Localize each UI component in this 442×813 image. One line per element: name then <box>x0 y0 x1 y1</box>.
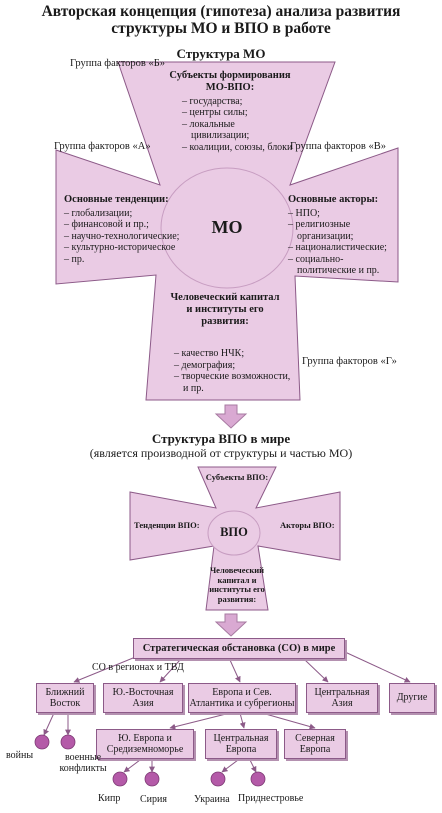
mo-actors-title: Основные акторы: <box>288 194 379 205</box>
mo-subjects-title: Субъекты формирования МО-ВПО: <box>169 70 291 93</box>
mo-capital-block: Человеческий капитал и институты его раз… <box>170 292 280 327</box>
region-box-other: Другие <box>389 683 435 713</box>
vpo-subheading: (является производной от структуры и час… <box>89 446 353 460</box>
mo-trends-item: – финансовой и пр.; <box>64 219 149 231</box>
group-g-label: Группа факторов «Г» <box>302 356 397 367</box>
mo-capital-item: – демография; <box>174 359 236 371</box>
so-link-label: СО в регионах и ТВД <box>92 662 184 673</box>
leaf-dot-transnistria <box>250 771 266 787</box>
leaf-dot-ukraine <box>210 771 226 787</box>
down-arrow-mo-vpo <box>214 404 248 429</box>
vpo-capital-label: Человеческий капитал и институты его раз… <box>209 565 265 604</box>
mo-subjects-item: – государства; <box>182 95 243 107</box>
mo-trends-title: Основные тенденции: <box>64 194 169 205</box>
mo-actors-item: – религиозные организации; <box>288 219 354 242</box>
mo-subjects-block: Субъекты формирования МО-ВПО: – государс… <box>160 70 300 153</box>
leaf-dot-syria <box>144 771 160 787</box>
mo-subjects-item: – локальные цивилизации; <box>182 118 250 142</box>
vpo-heading: Структура ВПО в мире <box>151 431 291 446</box>
leaf-label-ukraine: Украина <box>194 794 230 805</box>
mo-trends-item: – культурно-историческое <box>64 242 176 254</box>
subregion-box-south-europe: Ю. Европа и Средиземноморье <box>96 729 194 759</box>
leaf-label-cyprus: Кипр <box>98 793 121 804</box>
mo-actors-item: – социально-политические и пр. <box>288 253 380 277</box>
leaf-dot-cyprus <box>112 771 128 787</box>
mo-center-label: МО <box>211 217 243 237</box>
subregion-box-central-europe: Центральная Европа <box>205 729 277 759</box>
group-a-label: Группа факторов «А» <box>54 141 151 152</box>
mo-capital-list: – качество НЧК; – демография; – творческ… <box>174 346 298 394</box>
region-box-se-asia: Ю.-Восточная Азия <box>103 683 183 713</box>
mo-capital-title: Человеческий капитал и институты его раз… <box>170 292 280 327</box>
mo-actors-item: – националистические; <box>288 242 387 254</box>
mo-trends-item: – пр. <box>64 253 85 265</box>
group-b-label: Группа факторов «Б» <box>70 58 166 69</box>
mo-capital-item: – творческие возможности, и пр. <box>174 371 291 394</box>
leaf-dot-wars <box>34 734 50 750</box>
mo-capital-item: – качество НЧК; <box>174 348 245 359</box>
leaf-label-transnistria: Приднестровье <box>238 793 304 804</box>
region-box-near-east: Ближний Восток <box>36 683 94 713</box>
subregion-box-north-europe: Северная Европа <box>284 729 346 759</box>
leaf-label-syria: Сирия <box>140 794 167 805</box>
mo-trends-block: Основные тенденции: – глобализации; – фи… <box>64 194 194 265</box>
so-main-box: Стратегическая обстановка (СО) в мире <box>133 638 345 659</box>
mo-trends-item: – глобализации; <box>64 207 133 219</box>
region-box-europe: Европа и Сев. Атлантика и субрегионы <box>188 683 296 713</box>
mo-heading: Структура МО <box>176 46 266 61</box>
mo-actors-block: Основные акторы: – НПО; – религиозные ор… <box>288 194 396 277</box>
mo-actors-item: – НПО; <box>288 207 320 219</box>
mo-trends-item: – научно-технологические; <box>64 230 180 242</box>
down-arrow-vpo-so <box>214 613 248 637</box>
vpo-center-label: ВПО <box>220 525 248 539</box>
region-box-central-asia: Центральная Азия <box>306 683 378 713</box>
leaf-label-conflicts: военные конфликты <box>59 752 107 775</box>
page-title: Авторская концепция (гипотеза) анализа р… <box>41 3 401 37</box>
mo-subjects-item: – центры силы; <box>182 107 248 118</box>
vpo-trends-label: Тенденции ВПО: <box>134 520 200 530</box>
mo-subjects-item: – коалиции, союзы, блоки <box>182 141 293 153</box>
mo-center-circle <box>160 167 294 289</box>
leaf-dot-conflicts <box>60 734 76 750</box>
group-v-label: Группа факторов «В» <box>290 141 387 152</box>
vpo-subjects-label: Субъекты ВПО: <box>205 472 269 482</box>
vpo-actors-label: Акторы ВПО: <box>280 520 335 530</box>
leaf-label-wars: войны <box>6 750 34 761</box>
vpo-center-circle <box>207 510 261 556</box>
